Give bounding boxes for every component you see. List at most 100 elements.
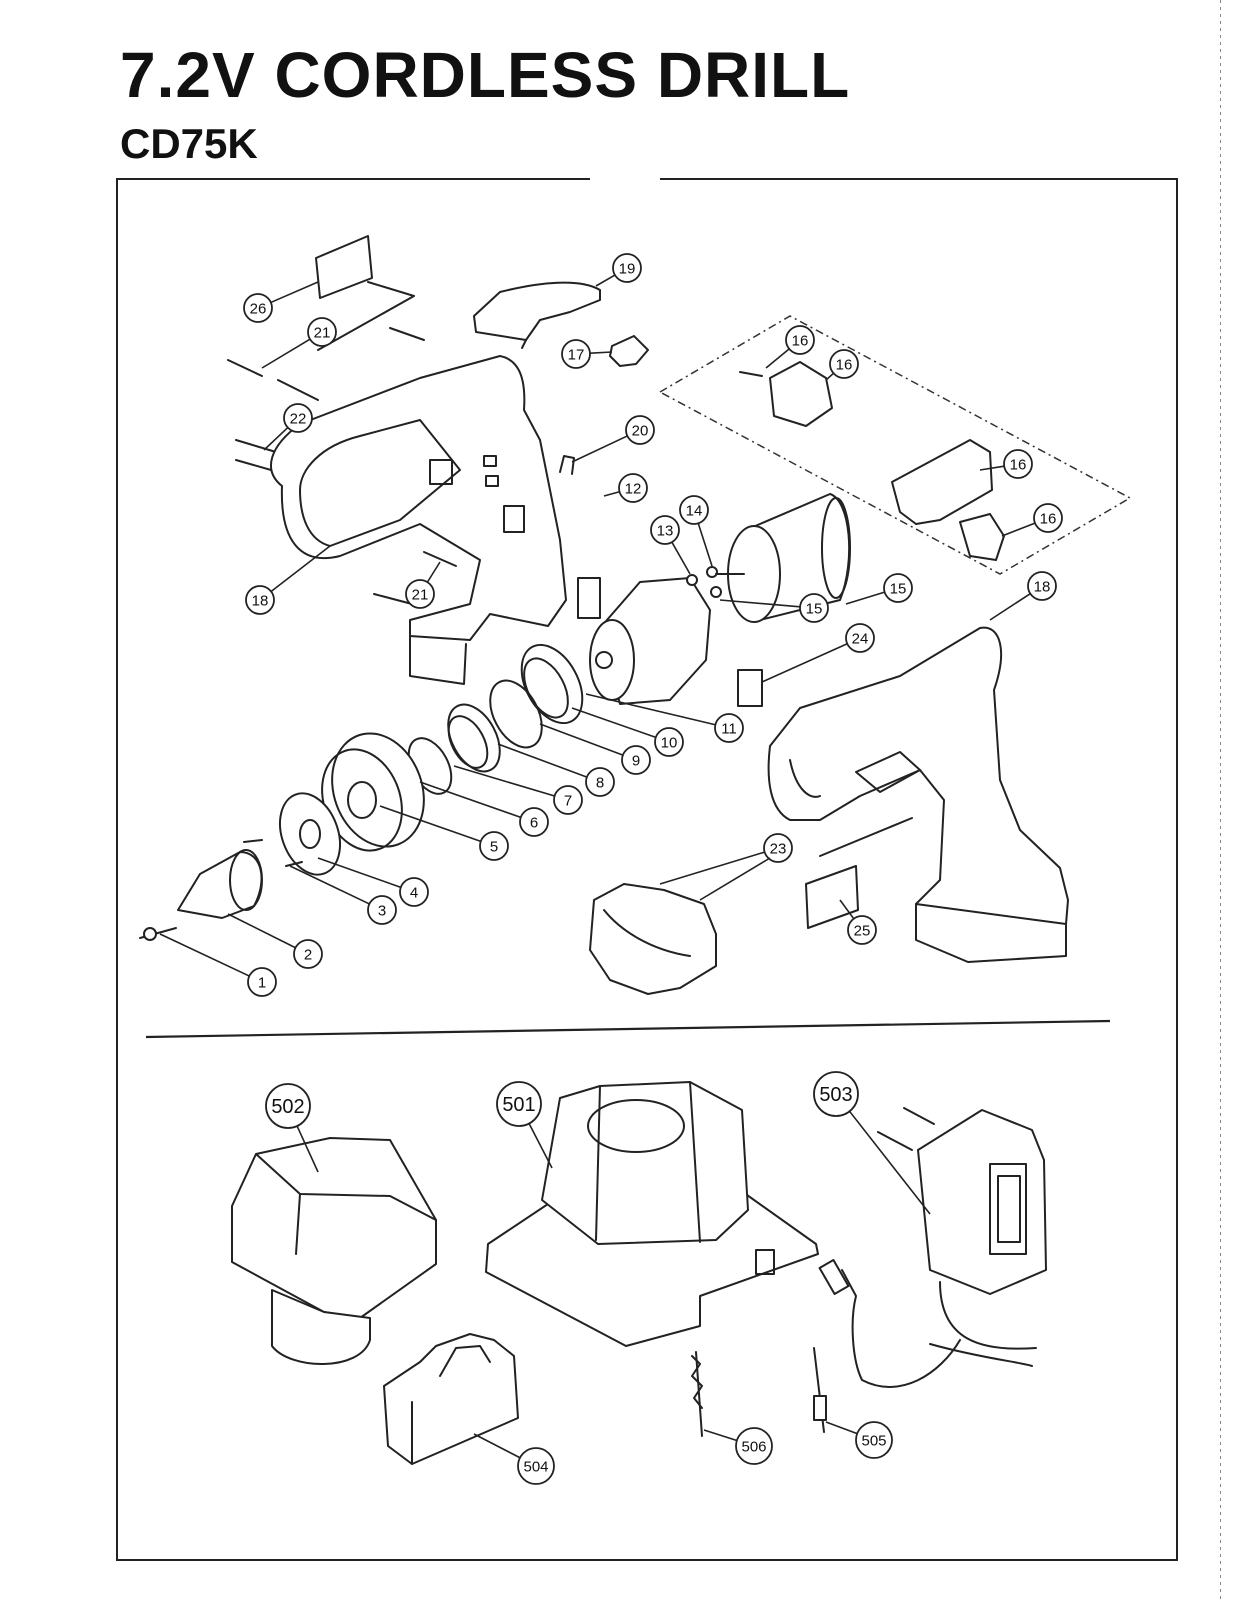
part-18-right-housing bbox=[767, 626, 1069, 963]
callout-number: 4 bbox=[410, 885, 418, 902]
callout-18: 18 bbox=[245, 545, 331, 615]
callout-number: 502 bbox=[271, 1096, 304, 1118]
callout-25: 25 bbox=[839, 899, 877, 945]
callout-circle bbox=[553, 785, 583, 815]
part-505-screwdriver-bit bbox=[813, 1347, 827, 1433]
callout-13: 13 bbox=[650, 515, 691, 575]
callout-circle bbox=[399, 877, 429, 907]
callout-9: 9 bbox=[539, 723, 651, 775]
callout-8: 8 bbox=[497, 743, 615, 797]
callout-number: 3 bbox=[378, 903, 386, 920]
callout-number: 16 bbox=[1040, 511, 1057, 528]
leader-line bbox=[270, 281, 319, 304]
callout-15: 15 bbox=[845, 573, 913, 605]
leader-line bbox=[979, 465, 1005, 471]
callout-circle bbox=[585, 767, 615, 797]
callout-circle bbox=[855, 1421, 893, 1459]
callout-21: 21 bbox=[405, 561, 441, 609]
callout-502: 502 bbox=[265, 1083, 319, 1173]
callout-number: 14 bbox=[686, 503, 703, 520]
callout-23: 23 bbox=[659, 833, 793, 885]
callout-circle bbox=[243, 293, 273, 323]
callout-number: 501 bbox=[502, 1094, 535, 1116]
callout-circle bbox=[813, 1071, 859, 1117]
part-502-battery bbox=[231, 1137, 437, 1365]
callout-3: 3 bbox=[289, 865, 397, 925]
callout-16: 16 bbox=[1001, 503, 1063, 537]
leader-line bbox=[159, 933, 250, 977]
leader-line bbox=[595, 274, 616, 287]
leader-line bbox=[528, 1123, 553, 1169]
callout-number: 9 bbox=[632, 753, 640, 770]
part-1-screw bbox=[139, 927, 177, 941]
callout-506: 506 bbox=[703, 1427, 773, 1465]
leader-line bbox=[1001, 522, 1036, 537]
callout-circle bbox=[714, 713, 744, 743]
leader-line bbox=[839, 899, 855, 920]
callout-14: 14 bbox=[679, 495, 713, 567]
leader-line bbox=[825, 1421, 858, 1435]
part-3-screws bbox=[243, 839, 303, 867]
leader-line bbox=[571, 435, 628, 463]
part-25-label bbox=[805, 817, 913, 929]
callout-501: 501 bbox=[496, 1081, 553, 1169]
part-17-clip bbox=[609, 335, 649, 367]
part-501-charger-base bbox=[485, 1081, 819, 1347]
leader-line bbox=[719, 599, 801, 608]
callout-505: 505 bbox=[825, 1421, 893, 1459]
callout-18: 18 bbox=[989, 571, 1057, 621]
leader-line bbox=[825, 372, 835, 381]
callout-number: 21 bbox=[412, 587, 429, 604]
callout-number: 20 bbox=[632, 423, 649, 440]
callout-number: 503 bbox=[819, 1084, 852, 1106]
callout-number: 10 bbox=[661, 735, 678, 752]
callout-circle bbox=[265, 1083, 311, 1129]
callout-number: 18 bbox=[1034, 579, 1051, 596]
callout-number: 17 bbox=[568, 347, 585, 364]
page-edge-line bbox=[1220, 0, 1221, 1600]
part-23-terminal-frame bbox=[589, 883, 717, 995]
callout-circle bbox=[763, 833, 793, 863]
leader-line bbox=[765, 348, 790, 369]
callout-number: 6 bbox=[530, 815, 538, 832]
callout-number: 2 bbox=[304, 947, 312, 964]
callout-17: 17 bbox=[561, 339, 613, 369]
leader-line bbox=[671, 541, 691, 575]
callout-circle bbox=[561, 339, 591, 369]
frame-gap bbox=[590, 172, 660, 182]
leader-line bbox=[289, 865, 370, 905]
leader-line bbox=[227, 913, 296, 949]
callout-number: 11 bbox=[721, 721, 737, 738]
callout-7: 7 bbox=[453, 765, 583, 815]
section-divider bbox=[145, 1019, 1111, 1039]
leader-line bbox=[497, 743, 588, 778]
part-19-top-cover bbox=[473, 281, 601, 349]
callout-circle bbox=[519, 807, 549, 837]
part-21-screws bbox=[227, 327, 457, 605]
part-rings-6-to-11 bbox=[407, 643, 584, 795]
callout-503: 503 bbox=[813, 1071, 931, 1215]
callout-2: 2 bbox=[227, 913, 323, 969]
callout-number: 25 bbox=[854, 923, 871, 940]
callout-circle bbox=[1003, 449, 1033, 479]
callout-circle bbox=[621, 745, 651, 775]
part-13-14-pins bbox=[686, 566, 722, 598]
leader-line bbox=[989, 592, 1031, 621]
callout-number: 506 bbox=[741, 1439, 766, 1456]
part-506-drill-bit bbox=[691, 1351, 703, 1437]
callout-circle bbox=[367, 895, 397, 925]
callout-number: 26 bbox=[250, 301, 267, 318]
callout-504: 504 bbox=[473, 1433, 555, 1485]
leader-line bbox=[571, 707, 657, 739]
callout-19: 19 bbox=[595, 253, 642, 287]
callout-circle bbox=[847, 915, 877, 945]
callout-circle bbox=[735, 1427, 773, 1465]
model-number: CD75K bbox=[120, 120, 258, 167]
callout-number: 5 bbox=[490, 839, 498, 856]
callout-number: 19 bbox=[619, 261, 636, 278]
callout-circle bbox=[829, 349, 859, 379]
leader-line bbox=[261, 338, 311, 369]
callout-number: 12 bbox=[625, 481, 642, 498]
leader-line bbox=[426, 561, 441, 583]
